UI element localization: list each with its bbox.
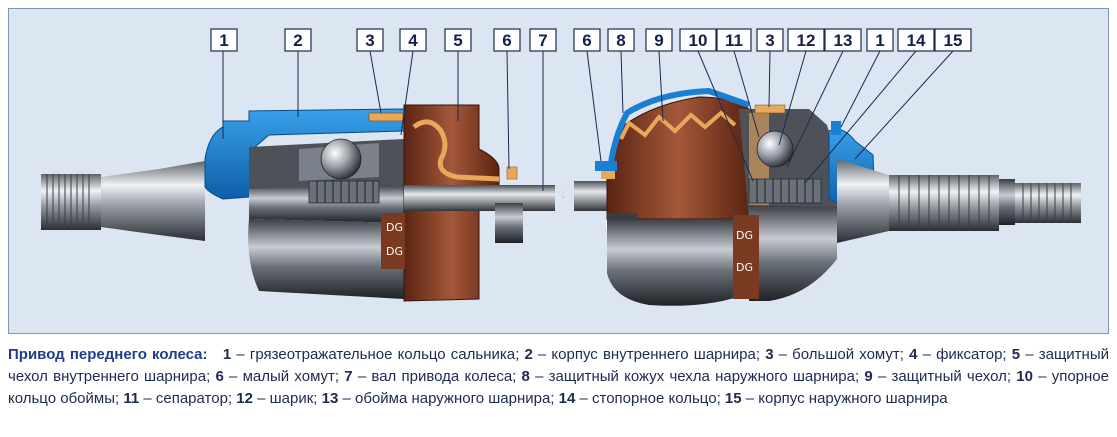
svg-text:1: 1: [219, 31, 228, 50]
svg-text:10: 10: [689, 31, 708, 50]
callout-4: 4: [399, 28, 427, 52]
svg-text:8: 8: [616, 31, 625, 50]
callout-8: 8: [607, 28, 635, 52]
svg-text:6: 6: [502, 31, 511, 50]
caption-item-number: 6: [215, 368, 224, 385]
callout-1-right: 1: [866, 28, 894, 52]
caption-item-text: – защитный чехол внутреннего шарнира;: [8, 346, 1109, 385]
caption-item-number: 5: [1011, 346, 1021, 363]
caption-item-number: 8: [521, 368, 530, 385]
svg-text:13: 13: [834, 31, 853, 50]
leader-lines: [222, 50, 954, 191]
caption-item-number: 15: [724, 390, 742, 407]
svg-text:14: 14: [907, 31, 926, 50]
callout-6-right: 6: [573, 28, 601, 52]
callout-12: 12: [787, 28, 825, 52]
callout-7: 7: [529, 28, 557, 52]
svg-text:2: 2: [293, 31, 302, 50]
callout-1-left: 1: [210, 28, 238, 52]
svg-text:1: 1: [875, 31, 884, 50]
caption-item-number: 12: [236, 390, 253, 407]
callout-9: 9: [645, 28, 673, 52]
svg-text:4: 4: [408, 31, 418, 50]
caption-item-number: 2: [524, 346, 533, 363]
svg-text:3: 3: [365, 31, 374, 50]
right-output-spline-shaft: [837, 159, 1081, 243]
caption-item-number: 7: [344, 368, 353, 385]
caption-item-text: – защитный кожух чехла наружного шарнира…: [529, 368, 865, 385]
callout-2: 2: [284, 28, 312, 52]
svg-text:6: 6: [582, 31, 591, 50]
callout-14: 14: [897, 28, 935, 52]
caption-item-text: – грязеотражательное кольцо сальника;: [231, 346, 525, 363]
caption-item-text: – малый хомут;: [223, 368, 345, 385]
caption-item-text: – большой хомут;: [773, 346, 910, 363]
caption-item-text: – стопорное кольцо;: [575, 390, 725, 407]
caption-item-text: – вал привода колеса;: [352, 368, 522, 385]
callout-11: 11: [716, 28, 752, 52]
left-input-spline-shaft: [41, 161, 205, 241]
drive-shaft-diagram: DG DG DG: [41, 28, 1081, 306]
callout-3-left: 3: [356, 28, 384, 52]
diagram-caption: Привод переднего колеса: 1 – грязеотража…: [8, 344, 1109, 434]
svg-text:DG: DG: [736, 229, 753, 242]
caption-item-text: – корпус наружного шарнира: [741, 390, 948, 407]
caption-item-text: – корпус внутреннего шарнира;: [532, 346, 766, 363]
svg-text:11: 11: [725, 31, 743, 50]
caption-item-number: 14: [558, 390, 576, 407]
svg-text:7: 7: [538, 31, 547, 50]
svg-text:12: 12: [797, 31, 816, 50]
caption-lead: Привод переднего колеса:: [8, 346, 208, 363]
caption-item-text: – обойма наружного шарнира;: [338, 390, 559, 407]
svg-text:9: 9: [654, 31, 663, 50]
svg-text:DG: DG: [736, 261, 753, 274]
callout-5: 5: [444, 28, 472, 52]
callout-3-right: 3: [756, 28, 784, 52]
caption-item-text: – фиксатор;: [917, 346, 1012, 363]
caption-item-number: 3: [765, 346, 774, 363]
caption-item-text: – шарик;: [252, 390, 322, 407]
callout-6-left: 6: [493, 28, 521, 52]
caption-item-text: – упорное кольцо обоймы;: [8, 368, 1109, 407]
caption-item-number: 9: [864, 368, 873, 385]
caption-item-number: 1: [222, 346, 232, 363]
caption-item-number: 11: [123, 390, 140, 407]
diagram-frame: DG DG DG: [8, 8, 1109, 334]
inner-joint-housing: [204, 108, 405, 299]
svg-text:DG: DG: [386, 221, 403, 234]
caption-item-text: – защитный чехол;: [872, 368, 1017, 385]
callout-13: 13: [824, 28, 862, 52]
callout-10: 10: [679, 28, 717, 52]
caption-item-number: 4: [909, 346, 918, 363]
callout-15: 15: [934, 28, 972, 52]
caption-item-number: 10: [1016, 368, 1033, 385]
caption-item-number: 13: [321, 390, 339, 407]
svg-text:3: 3: [765, 31, 774, 50]
svg-text:5: 5: [453, 31, 462, 50]
caption-item-text: – сепаратор;: [139, 390, 237, 407]
svg-text:DG: DG: [386, 245, 403, 258]
outer-joint-boot: DG: [595, 87, 750, 237]
svg-text:15: 15: [944, 31, 963, 50]
